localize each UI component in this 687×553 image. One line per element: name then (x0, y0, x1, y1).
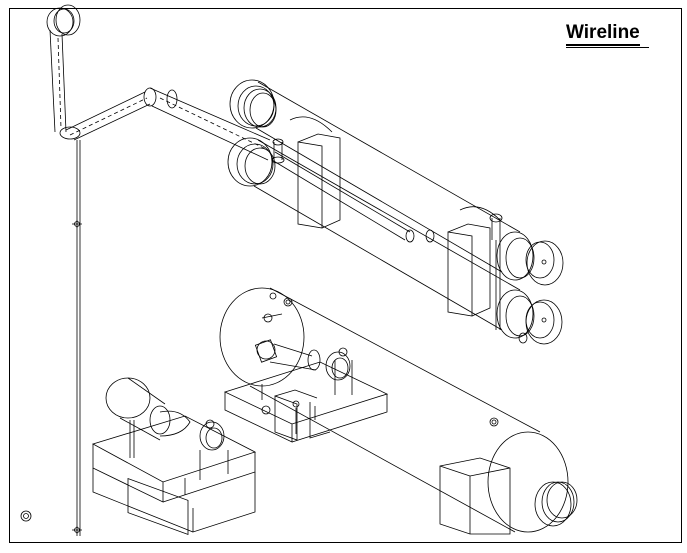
pump-skid-center (223, 313, 389, 443)
title-underline (566, 47, 649, 48)
large-horizontal-vessel (219, 287, 578, 535)
drawing-frame (9, 8, 682, 543)
riser-pipe (20, 4, 271, 536)
drawing-title: Wireline (566, 22, 640, 46)
pump-skid-left (91, 377, 257, 535)
twin-separator-vessels (227, 79, 564, 345)
